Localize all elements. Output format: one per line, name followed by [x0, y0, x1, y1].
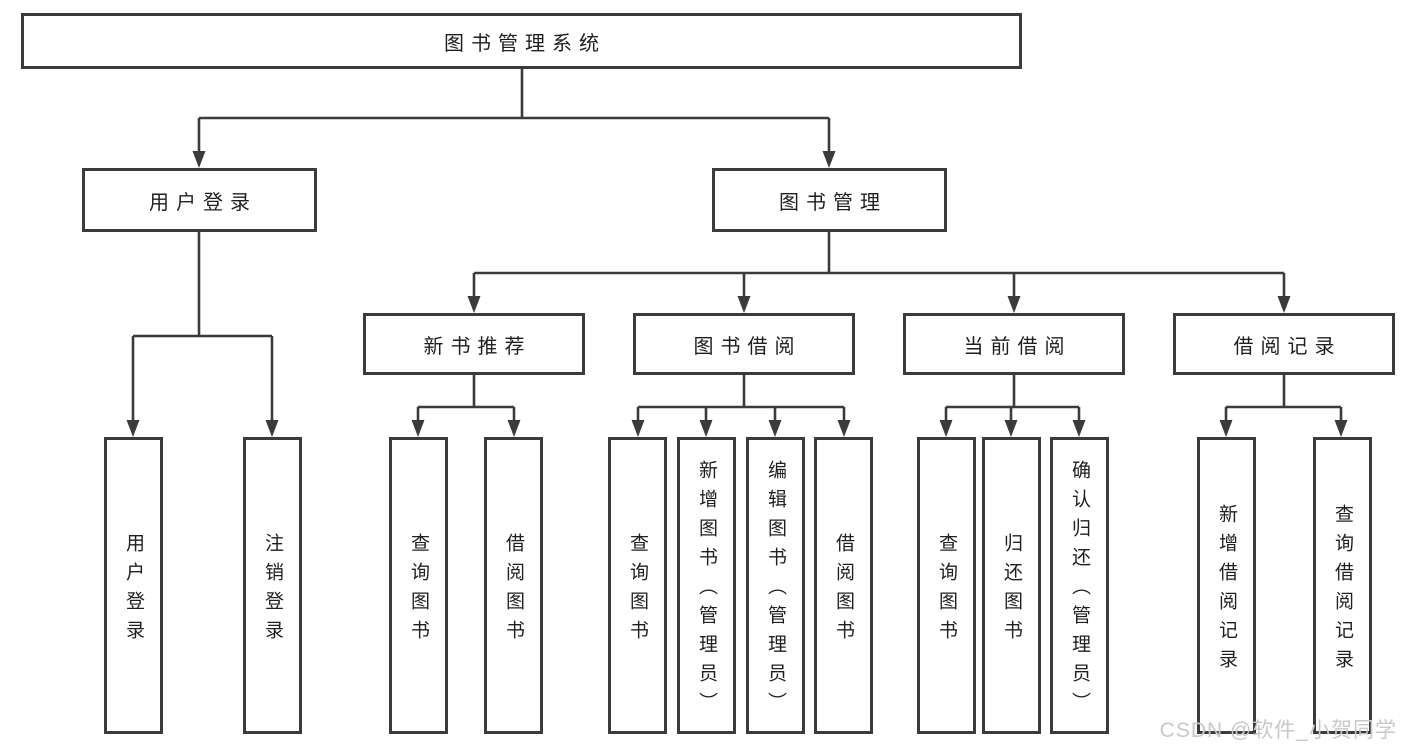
leaf-add-book-admin: 新增图书（管理员）: [677, 437, 736, 734]
node-label: 图书借阅: [693, 335, 802, 358]
node-label: 查询借阅记录: [1332, 503, 1353, 678]
node-current-borrow: 当前借阅: [903, 313, 1125, 375]
node-book-management: 图书管理: [712, 168, 947, 232]
node-label: 编辑图书（管理员）: [765, 460, 786, 721]
connector-lines: [131, 69, 1343, 422]
leaf-return-book: 归还图书: [982, 437, 1041, 734]
leaf-query-book-recommend: 查询图书: [389, 437, 448, 734]
node-user-login: 用户登录: [82, 168, 317, 232]
node-new-book-recommend: 新书推荐: [363, 313, 585, 375]
leaf-query-borrow-record: 查询借阅记录: [1313, 437, 1372, 734]
node-label: 用户登录: [123, 532, 144, 649]
node-borrow-record: 借阅记录: [1173, 313, 1395, 375]
node-label: 查询图书: [408, 532, 429, 649]
leaf-query-book-borrow: 查询图书: [608, 437, 667, 734]
node-book-borrow: 图书借阅: [633, 313, 855, 375]
leaf-borrow-book-recommend: 借阅图书: [484, 437, 543, 734]
node-label: 确认归还（管理员）: [1069, 460, 1090, 721]
node-root-system: 图书管理系统: [21, 13, 1022, 69]
leaf-confirm-return-admin: 确认归还（管理员）: [1050, 437, 1109, 734]
node-label: 用户登录: [149, 191, 257, 214]
node-label: 当前借阅: [963, 335, 1072, 358]
node-label: 借阅记录: [1233, 335, 1342, 358]
leaf-query-book-current: 查询图书: [917, 437, 976, 734]
node-label: 借阅图书: [503, 532, 524, 649]
node-label: 新书推荐: [423, 335, 532, 358]
csdn-watermark: CSDN @软件_小贺同学: [1159, 719, 1397, 742]
leaf-add-borrow-record: 新增借阅记录: [1197, 437, 1256, 734]
node-label: 新增借阅记录: [1216, 503, 1237, 678]
leaf-edit-book-admin: 编辑图书（管理员）: [746, 437, 805, 734]
leaf-user-login: 用户登录: [104, 437, 163, 734]
node-label: 借阅图书: [833, 532, 854, 649]
leaf-borrow-book: 借阅图书: [814, 437, 873, 734]
node-label: 图书管理系统: [444, 32, 606, 55]
node-label: 新增图书（管理员）: [696, 460, 717, 721]
node-label: 注销登录: [262, 532, 283, 649]
node-label: 图书管理: [779, 191, 887, 214]
node-label: 归还图书: [1001, 532, 1022, 649]
node-label: 查询图书: [627, 532, 648, 649]
node-label: 查询图书: [936, 532, 957, 649]
arrowhead-icons: [126, 151, 1348, 437]
leaf-logout: 注销登录: [243, 437, 302, 734]
